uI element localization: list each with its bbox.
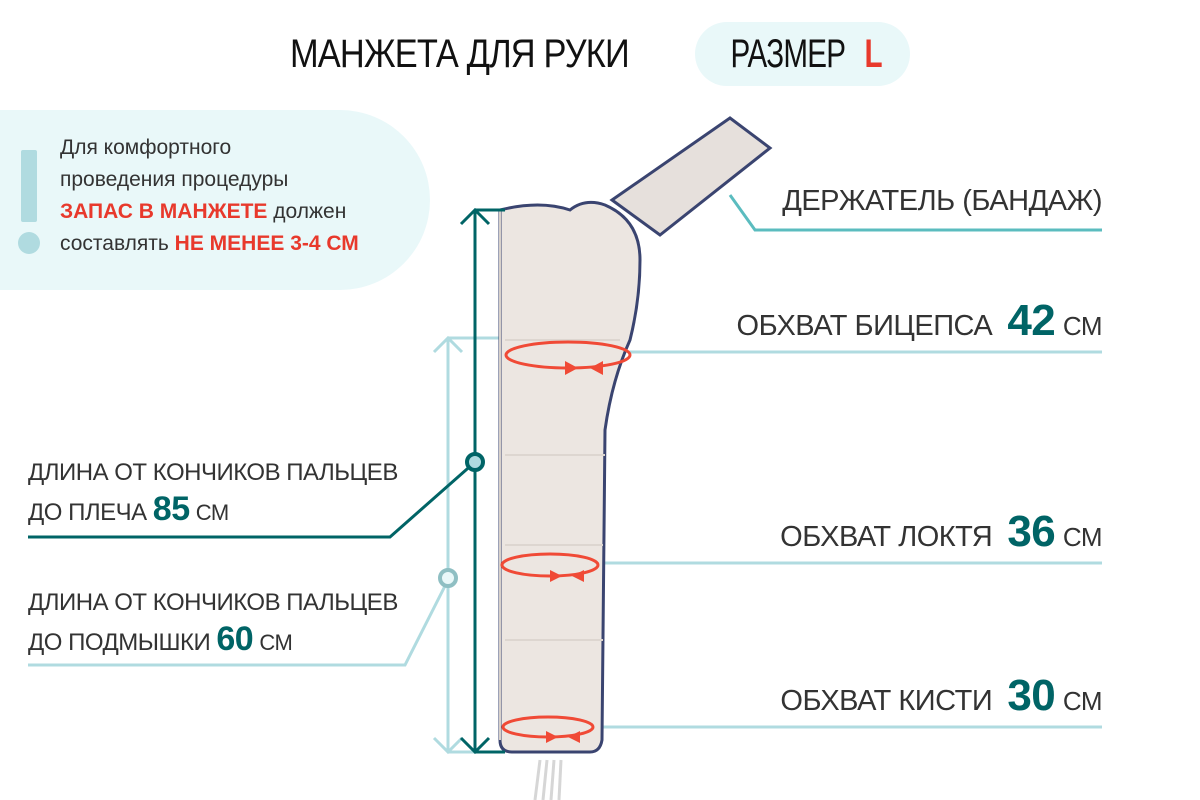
holder-label: ДЕРЖАТЕЛЬ (БАНДАЖ) xyxy=(782,185,1102,217)
armpit-marker-icon xyxy=(438,568,458,588)
note-line-1: Для комфортного xyxy=(60,136,232,159)
shoulder-marker-icon xyxy=(465,452,485,472)
shoulder-length-line1: ДЛИНА ОТ КОНЧИКОВ ПАЛЬЦЕВ xyxy=(28,459,398,486)
shoulder-length-line2: ДО ПЛЕЧА xyxy=(28,499,147,526)
armpit-length-label: ДЛИНА ОТ КОНЧИКОВ ПАЛЬЦЕВ ДО ПОДМЫШКИ 60… xyxy=(28,585,398,661)
note-line-3: ЗАПАС В МАНЖЕТЕ должен xyxy=(60,196,359,228)
size-value: L xyxy=(864,31,883,76)
elbow-value: 36 xyxy=(1007,507,1056,556)
armpit-length-value: 60 xyxy=(216,620,254,658)
biceps-unit: СМ xyxy=(1062,311,1103,341)
biceps-label: ОБХВАТ БИЦЕПСА 42 СМ xyxy=(736,296,1103,346)
wrist-label: ОБХВАТ КИСТИ 30 СМ xyxy=(780,671,1102,721)
wrist-value: 30 xyxy=(1007,671,1056,720)
exclamation-icon xyxy=(18,150,40,260)
note-line-4: составлять НЕ МЕНЕЕ 3-4 СМ xyxy=(60,228,359,260)
armpit-length-line2: ДО ПОДМЫШКИ xyxy=(28,629,211,656)
armpit-length-unit: СМ xyxy=(259,630,293,655)
armpit-length-dimension xyxy=(28,335,505,755)
wrist-text: ОБХВАТ КИСТИ xyxy=(780,685,993,717)
note-text: Для комфортного проведения процедуры ЗАП… xyxy=(60,132,359,260)
armpit-length-line1: ДЛИНА ОТ КОНЧИКОВ ПАЛЬЦЕВ xyxy=(28,589,398,616)
note-highlight-reserve: ЗАПАС В МАНЖЕТЕ xyxy=(60,200,268,223)
elbow-unit: СМ xyxy=(1062,522,1103,552)
shoulder-length-label: ДЛИНА ОТ КОНЧИКОВ ПАЛЬЦЕВ ДО ПЛЕЧА 85 СМ xyxy=(28,455,398,531)
shoulder-length-value: 85 xyxy=(152,490,190,528)
note-line-2: проведения процедуры xyxy=(60,168,289,191)
cuff-body xyxy=(498,116,773,800)
arrowheads-icon xyxy=(546,361,603,743)
page-title: МАНЖЕТА ДЛЯ РУКИ xyxy=(290,31,630,76)
size-badge: РАЗМЕР L xyxy=(695,22,910,86)
note-box: Для комфортного проведения процедуры ЗАП… xyxy=(0,110,430,290)
note-line-3-rest: должен xyxy=(267,200,347,223)
holder-leader-line xyxy=(728,194,1102,232)
title-row: МАНЖЕТА ДЛЯ РУКИ РАЗМЕР L xyxy=(290,22,910,86)
note-highlight-min: НЕ МЕНЕЕ 3-4 СМ xyxy=(174,232,359,255)
wrist-unit: СМ xyxy=(1062,686,1103,716)
elbow-text: ОБХВАТ ЛОКТЯ xyxy=(780,521,993,553)
biceps-text: ОБХВАТ БИЦЕПСА xyxy=(736,310,993,342)
shoulder-length-dimension xyxy=(28,207,505,755)
shoulder-length-unit: СМ xyxy=(195,500,229,525)
biceps-value: 42 xyxy=(1007,296,1056,345)
elbow-label: ОБХВАТ ЛОКТЯ 36 СМ xyxy=(780,507,1102,557)
note-line-4-start: составлять xyxy=(60,232,175,255)
size-label: РАЗМЕР xyxy=(730,31,846,76)
